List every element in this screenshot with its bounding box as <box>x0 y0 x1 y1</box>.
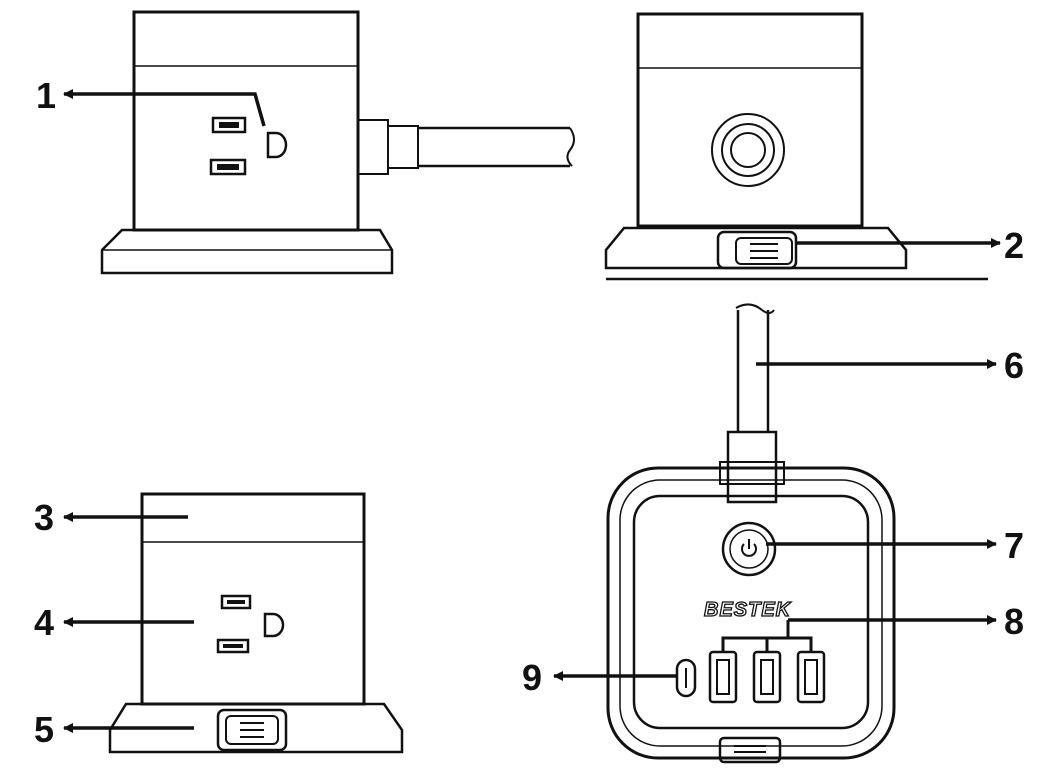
front-view-bottom-left <box>108 492 404 754</box>
power-cord-top <box>719 303 785 504</box>
callout-3: 3 <box>34 497 54 538</box>
callout-8: 8 <box>1004 601 1024 642</box>
brand-logo: BESTEK <box>704 599 792 621</box>
callout-9: 9 <box>522 657 542 698</box>
callout-6: 6 <box>1004 345 1024 386</box>
power-button-icon <box>721 521 777 577</box>
callout-4: 4 <box>34 602 54 643</box>
callout-5: 5 <box>34 709 54 750</box>
base-switch-button <box>216 708 288 752</box>
ac-outlet <box>216 594 285 654</box>
usb-a-ports <box>708 650 826 704</box>
side-view-top-left <box>100 10 575 275</box>
back-view-top-right <box>604 12 988 281</box>
base-switch-button <box>716 230 798 270</box>
power-cord-side <box>357 119 575 175</box>
callout-leaders <box>63 89 1001 733</box>
ac-outlet <box>209 116 288 176</box>
callout-1: 1 <box>36 75 56 116</box>
usb-c-port <box>675 658 697 698</box>
callout-2: 2 <box>1004 225 1024 266</box>
top-view-bottom-right: BESTEK <box>606 303 896 764</box>
callout-7: 7 <box>1004 525 1024 566</box>
cord-port-icon <box>711 113 785 187</box>
